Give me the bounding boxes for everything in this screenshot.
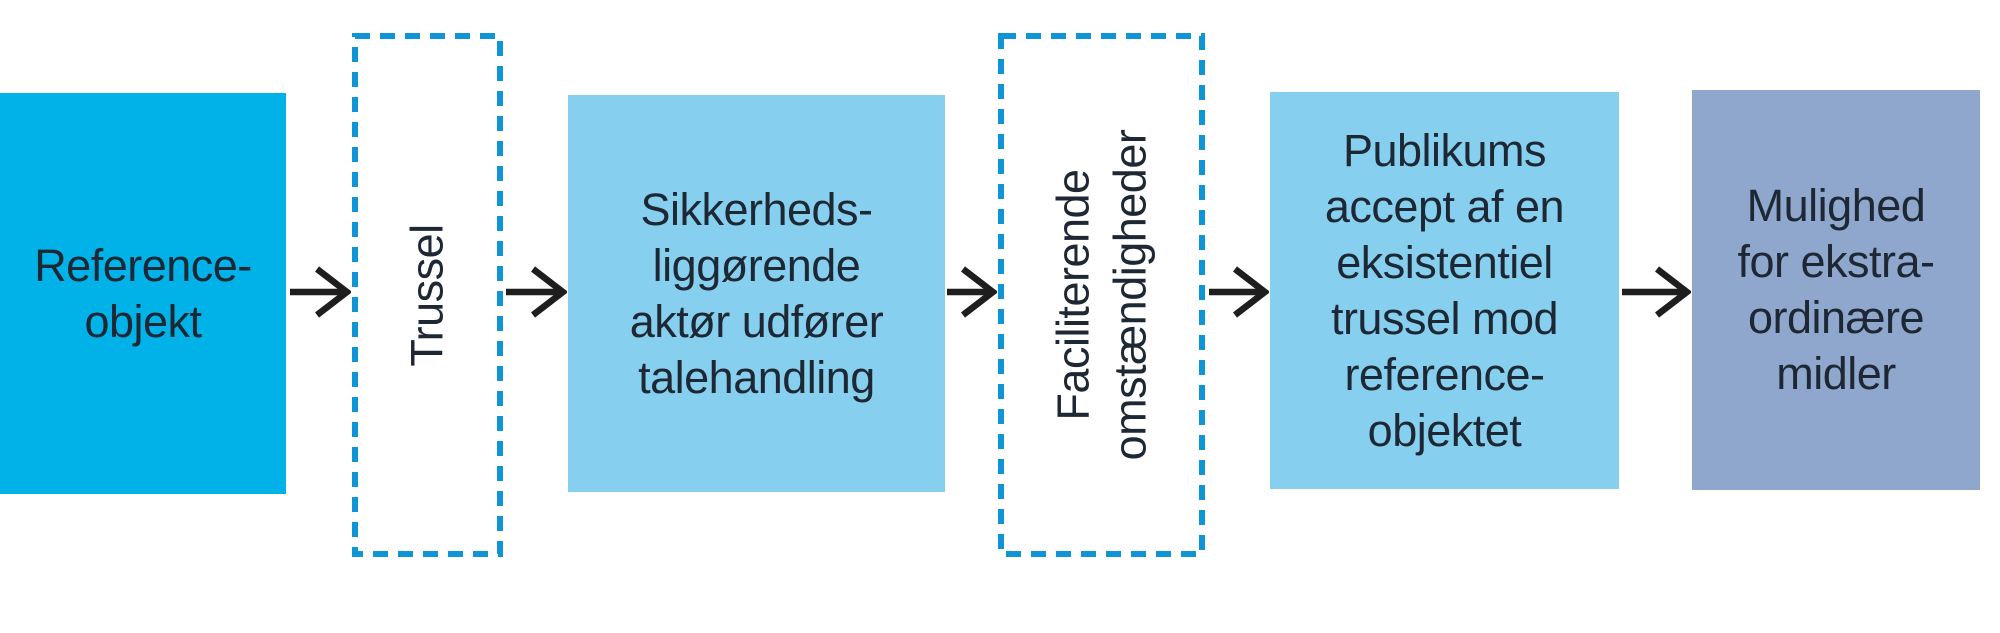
flow-arrow-right-icon	[290, 266, 351, 318]
flow-arrow-right-icon	[947, 266, 997, 318]
flow-node-reference-objekt: Reference- objekt	[0, 93, 286, 494]
dashed-border	[998, 33, 1205, 557]
flow-arrow-right-icon	[506, 266, 567, 318]
flow-node-sikkerhedsliggorende-aktor: Sikkerheds- liggørende aktør udfører tal…	[568, 95, 945, 492]
flow-node-label: Faciliterende omstændigheder	[1047, 129, 1156, 461]
flow-node-label: Reference- objekt	[34, 239, 252, 347]
flow-node-label: Sikkerheds- liggørende aktør udfører tal…	[629, 183, 884, 403]
flow-node-label: Mulighed for ekstra- ordinære midler	[1737, 180, 1935, 399]
flow-node-publikums-accept: Publikums accept af en eksistentiel trus…	[1270, 92, 1619, 489]
flow-arrow-right-icon	[1209, 266, 1269, 318]
flow-node-label: Trussel	[401, 223, 453, 367]
flow-node-faciliterende-omstaendigheder: Faciliterende omstændigheder	[998, 33, 1205, 557]
dashed-border	[352, 33, 503, 557]
flow-node-trussel: Trussel	[352, 33, 503, 557]
flow-arrow-right-icon	[1622, 266, 1691, 318]
flow-node-label: Publikums accept af en eksistentiel trus…	[1324, 124, 1565, 456]
flow-node-ekstraordinaere-midler: Mulighed for ekstra- ordinære midler	[1692, 90, 1980, 490]
